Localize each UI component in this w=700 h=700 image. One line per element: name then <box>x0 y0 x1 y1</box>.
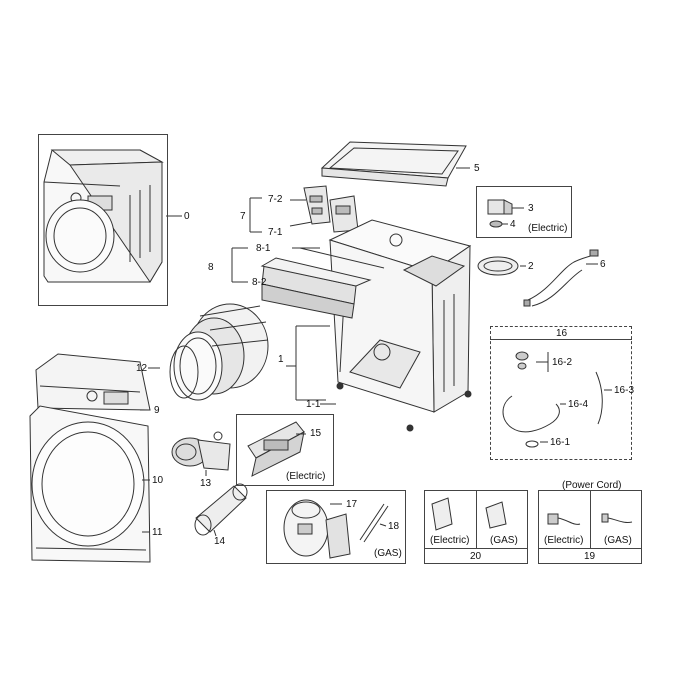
part-label-7: 7 <box>240 211 246 222</box>
part-label-9: 9 <box>154 405 160 416</box>
gas-note-17: (GAS) <box>374 548 402 559</box>
power-cord-note: (Power Cord) <box>562 480 622 491</box>
door-seal-illustration <box>477 256 519 276</box>
part-label-8-1: 8-1 <box>256 243 271 254</box>
part-label-20: 20 <box>470 551 482 562</box>
part-label-8: 8 <box>208 262 214 273</box>
gas-burner-box-17 <box>266 490 406 564</box>
control-frame-illustration <box>260 247 385 319</box>
part-label-1: 1 <box>278 354 284 365</box>
part-label-7-2: 7-2 <box>268 194 283 205</box>
heater-box-15 <box>236 414 334 486</box>
wire-harness-illustration <box>523 249 599 307</box>
part-label-8-2: 8-2 <box>252 277 267 288</box>
heater-illustration <box>247 421 305 477</box>
part-label-7-1: 7-1 <box>268 227 283 238</box>
top-plate-illustration <box>320 141 467 187</box>
part-label-15: 15 <box>310 428 322 439</box>
part-label-2: 2 <box>528 261 534 272</box>
gas-note-20: (GAS) <box>490 535 518 546</box>
part-label-12: 12 <box>136 363 148 374</box>
blower-illustration <box>171 431 231 471</box>
bracket-box-20-divider <box>476 490 477 548</box>
part-label-1-1: 1-1 <box>306 399 321 410</box>
part-label-4: 4 <box>510 219 516 230</box>
gas-note-19: (GAS) <box>604 535 632 546</box>
front-panel-illustration <box>29 405 151 563</box>
part-label-6: 6 <box>600 259 606 270</box>
electric-note-3: (Electric) <box>528 223 568 234</box>
drum-illustration <box>169 303 269 401</box>
electric-box-3 <box>476 186 572 238</box>
part-label-16-2: 16-2 <box>552 357 573 368</box>
electric-note-15: (Electric) <box>286 471 326 482</box>
part-label-19: 19 <box>584 551 596 562</box>
complete-dryer-box <box>38 134 168 306</box>
part-label-10: 10 <box>152 475 164 486</box>
power-cord-box-19-footer <box>538 548 642 549</box>
part-label-16-3: 16-3 <box>614 385 635 396</box>
part-label-11: 11 <box>152 527 163 538</box>
part-label-5: 5 <box>474 163 480 174</box>
bracket-box-20-footer <box>424 548 528 549</box>
power-cord-box-19-divider <box>590 490 591 548</box>
part-label-16-1: 16-1 <box>550 437 571 448</box>
electric-note-20: (Electric) <box>430 535 470 546</box>
part-label-16: 16 <box>556 328 568 339</box>
part-label-16-4: 16-4 <box>568 399 589 410</box>
hose-kit-illustration <box>502 351 603 448</box>
bracket-illustration <box>431 497 507 531</box>
power-cord-illustration <box>547 513 633 525</box>
part-label-17: 17 <box>346 499 358 510</box>
electric-note-19: (Electric) <box>544 535 584 546</box>
cabinet-illustration <box>328 219 472 432</box>
complete-dryer-illustration <box>43 149 164 283</box>
control-panel-illustration <box>35 353 151 411</box>
part-label-3: 3 <box>528 203 534 214</box>
gas-burner-illustration <box>283 499 389 559</box>
part-label-14: 14 <box>214 536 226 547</box>
control-bracket-illustration <box>303 185 359 233</box>
part-label-0: 0 <box>184 211 190 222</box>
hose-kit-box-16 <box>490 326 632 460</box>
part-label-13: 13 <box>200 478 212 489</box>
exhaust-duct-illustration <box>194 483 248 536</box>
hose-kit-header <box>490 326 632 340</box>
part-label-18: 18 <box>388 521 400 532</box>
